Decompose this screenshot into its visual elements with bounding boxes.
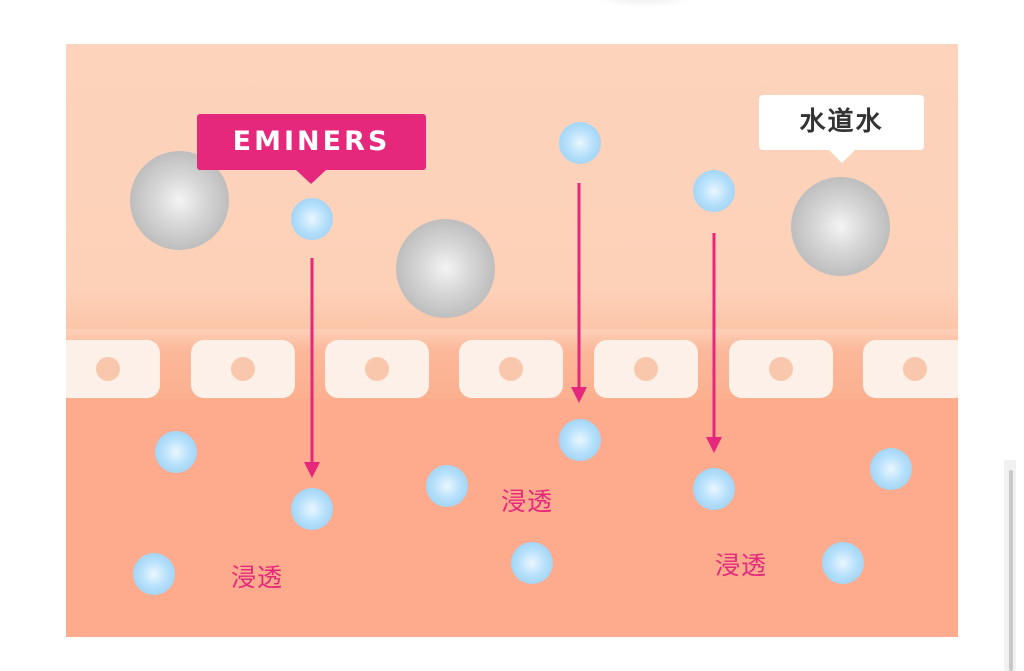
cell-nucleus xyxy=(903,357,927,381)
water-particle xyxy=(870,448,912,490)
water-particle xyxy=(693,170,735,212)
skin-cell xyxy=(729,340,833,398)
skin-cell xyxy=(325,340,429,398)
large-particle xyxy=(791,177,890,276)
large-particle xyxy=(396,219,495,318)
water-particle xyxy=(693,468,735,510)
permeation-label: 浸透 xyxy=(715,551,768,580)
water-particle xyxy=(822,542,864,584)
lower-layer xyxy=(66,399,958,637)
tap-water-label: 水道水 xyxy=(759,95,924,163)
skin-diagram xyxy=(66,44,958,637)
water-particle xyxy=(426,465,468,507)
down-arrow-icon xyxy=(571,183,587,403)
skin-cell xyxy=(191,340,295,398)
scrollbar-thumb[interactable] xyxy=(1009,470,1013,671)
cell-nucleus xyxy=(231,357,255,381)
water-particle xyxy=(559,419,601,461)
permeation-label: 浸透 xyxy=(501,487,554,516)
permeation-label: 浸透 xyxy=(231,563,284,592)
cell-nucleus xyxy=(769,357,793,381)
water-particle xyxy=(559,122,601,164)
water-particle xyxy=(511,542,553,584)
skin-cell xyxy=(459,340,563,398)
skin-cell xyxy=(66,340,160,398)
skin-cell xyxy=(863,340,958,398)
water-particle xyxy=(291,488,333,530)
cell-nucleus xyxy=(499,357,523,381)
skin-cell xyxy=(594,340,698,398)
top-shadow xyxy=(590,0,700,8)
water-particle xyxy=(133,553,175,595)
water-particle xyxy=(155,431,197,473)
down-arrow-icon xyxy=(706,233,722,453)
cell-nucleus xyxy=(365,357,389,381)
down-arrow-icon xyxy=(304,258,320,478)
cell-nucleus xyxy=(96,357,120,381)
eminers-label: EMINERS xyxy=(197,114,426,184)
water-particle xyxy=(291,198,333,240)
cell-nucleus xyxy=(634,357,658,381)
